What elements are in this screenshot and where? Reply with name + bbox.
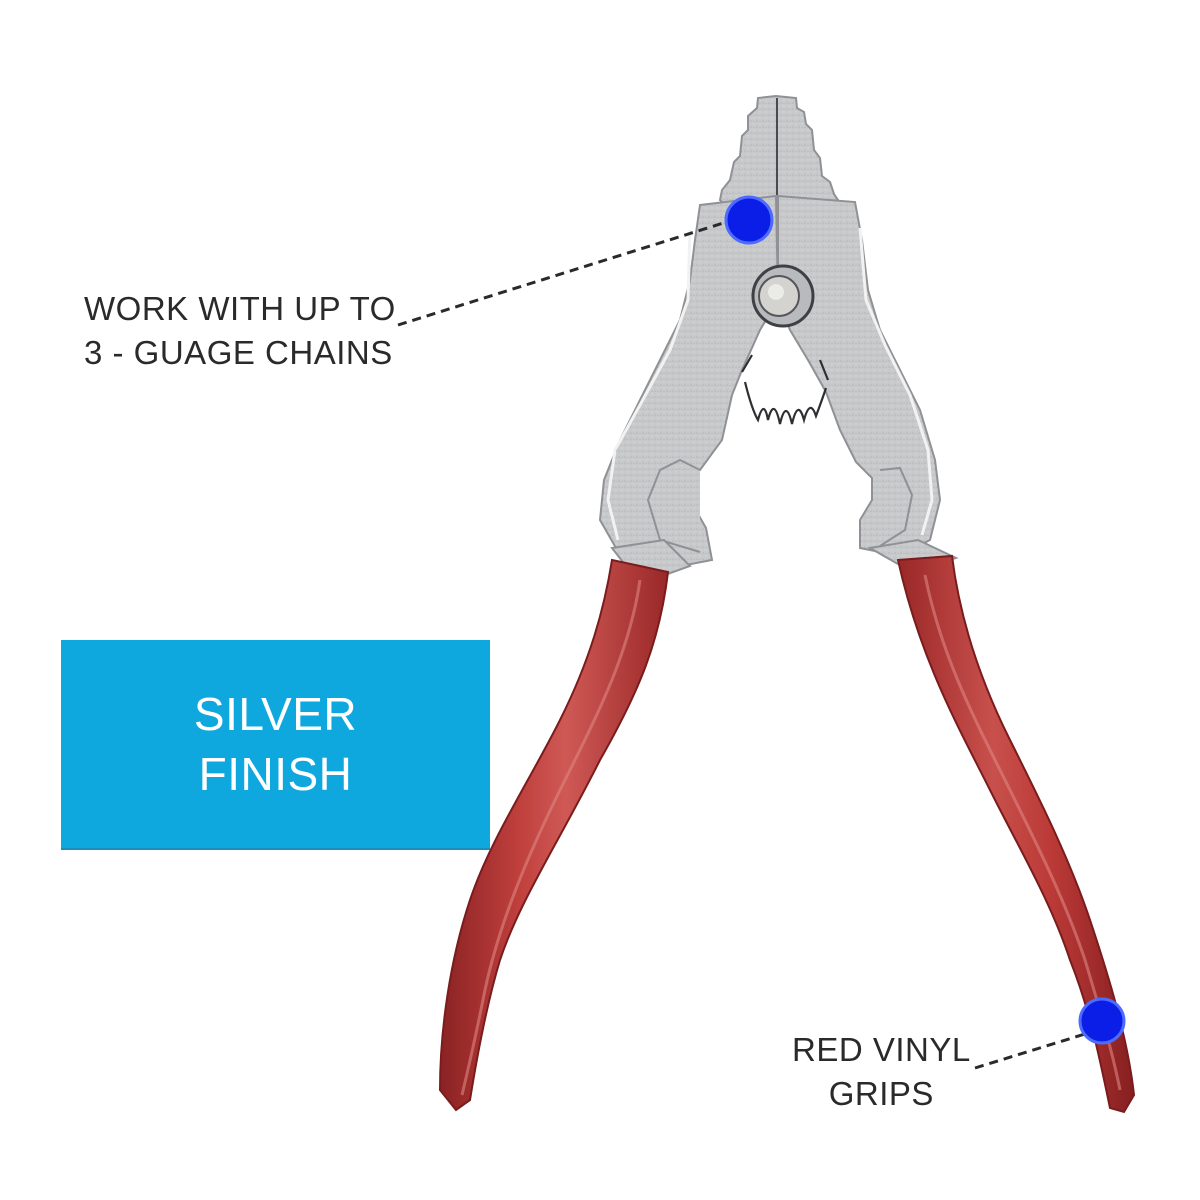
callout-grips-line1: RED VINYL [792, 1031, 971, 1068]
callout-chain-gauge-line1: WORK WITH UP TO [84, 290, 396, 327]
pliers-right-arm [777, 194, 942, 558]
grips-marker-dot [1078, 997, 1126, 1045]
callout-chain-gauge-line2: 3 - GUAGE CHAINS [84, 334, 393, 371]
finish-badge-line1: SILVER [193, 688, 358, 740]
pivot-rivet [751, 264, 815, 328]
finish-badge-line2: FINISH [198, 748, 353, 800]
chains-leader-line [397, 218, 734, 327]
callout-red-vinyl-grips: RED VINYL GRIPS [792, 1028, 971, 1116]
chains-marker-dot [724, 195, 774, 245]
grips-leader-line [974, 1032, 1086, 1070]
callout-grips-line2: GRIPS [828, 1075, 934, 1112]
callout-chain-gauge: WORK WITH UP TO 3 - GUAGE CHAINS [84, 287, 396, 375]
left-grip [438, 558, 670, 1112]
pliers-spring [741, 354, 830, 425]
right-grip [896, 554, 1136, 1114]
pliers-left-arm [598, 194, 780, 572]
silver-finish-badge: SILVER FINISH [61, 640, 490, 850]
